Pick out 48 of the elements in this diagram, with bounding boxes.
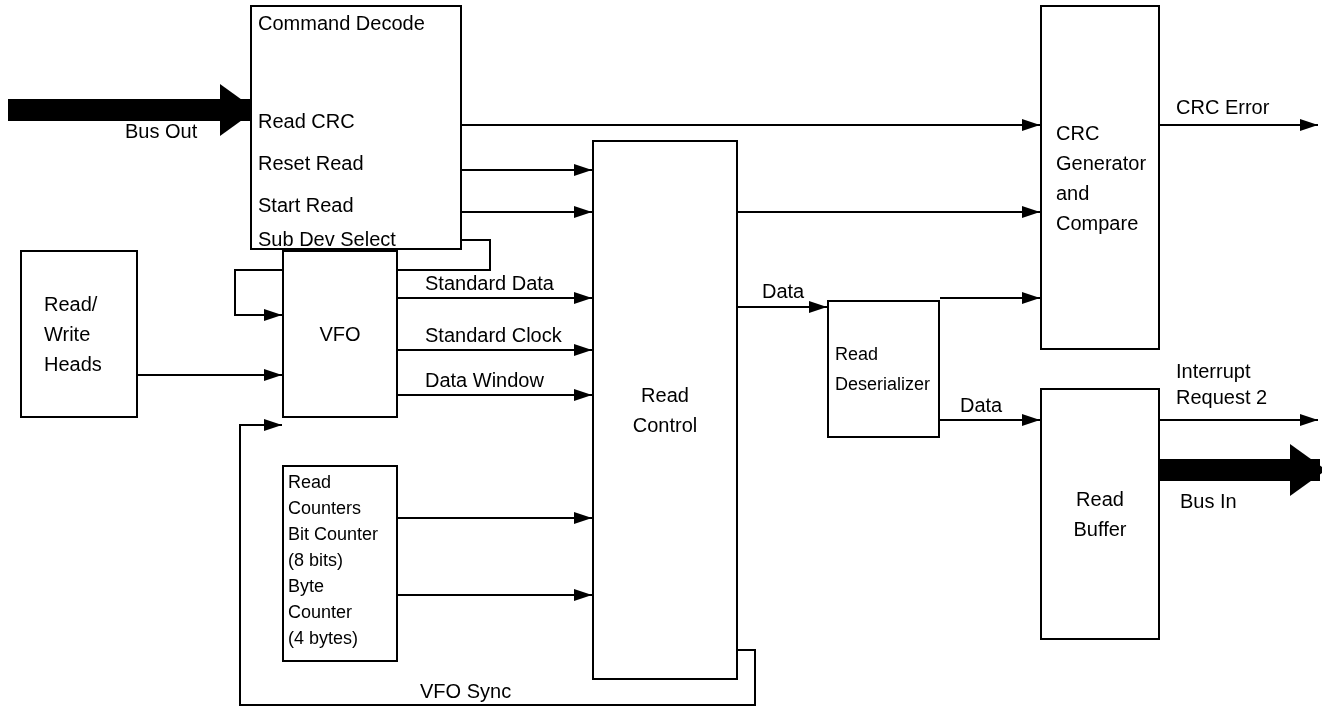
signal-arrow (939, 292, 1041, 304)
signal-name: Read CRC (258, 109, 356, 134)
bus-arrow (1160, 444, 1322, 496)
block-box (20, 250, 138, 418)
signal-arrow (1159, 119, 1319, 131)
edge-label: Bus Out (125, 119, 198, 144)
edge-label: Data (762, 279, 805, 304)
edge-label: Data (960, 393, 1003, 418)
block-label: Bit Counter (8 bits) (288, 523, 380, 572)
signal-arrow (939, 414, 1041, 426)
edge-label: Interrupt Request 2 (1176, 359, 1269, 410)
signal-arrow (737, 301, 828, 313)
signal-arrow (461, 206, 593, 218)
signal-name: Start Read (258, 193, 355, 218)
block-label: Byte Counter (4 bytes) (288, 575, 360, 650)
edge-label: CRC Error (1176, 95, 1270, 120)
block-label: Read Control (631, 383, 699, 438)
signal-arrow (137, 369, 283, 381)
edge-label: Bus In (1180, 489, 1237, 514)
signal-arrow (397, 389, 593, 401)
signal-arrow (397, 512, 593, 524)
block-box (250, 5, 462, 250)
block-box (827, 300, 940, 438)
signal-arrow (397, 344, 593, 356)
block-box (282, 465, 398, 662)
block-label: VFO (318, 322, 362, 347)
signal-arrow (1159, 414, 1319, 426)
block-box (592, 140, 738, 680)
block-box (1040, 388, 1160, 640)
edge-label: Standard Clock (425, 323, 562, 348)
signal-arrow (397, 589, 593, 601)
signal-arrow (737, 206, 1041, 218)
block-label: CRC Generator and Compare (1056, 120, 1148, 236)
block-box (282, 250, 398, 418)
signal-arrow (461, 164, 593, 176)
signal-name: Sub Dev Select (258, 227, 397, 252)
edge-label: Standard Data (425, 271, 554, 296)
block-box (1040, 5, 1160, 350)
edge-label: VFO Sync (420, 679, 512, 704)
signal-arrow (461, 119, 1041, 131)
signal-name: Reset Read (258, 151, 365, 176)
edge-label: Data Window (425, 368, 544, 393)
block-label: Read Buffer (1072, 487, 1128, 542)
block-label: Read/ Write Heads (44, 292, 103, 377)
signal-arrow (397, 292, 593, 304)
signal-arrow (239, 419, 756, 706)
signal-name: Command Decode (258, 11, 426, 36)
block-label: Read Deserializer (835, 343, 932, 396)
